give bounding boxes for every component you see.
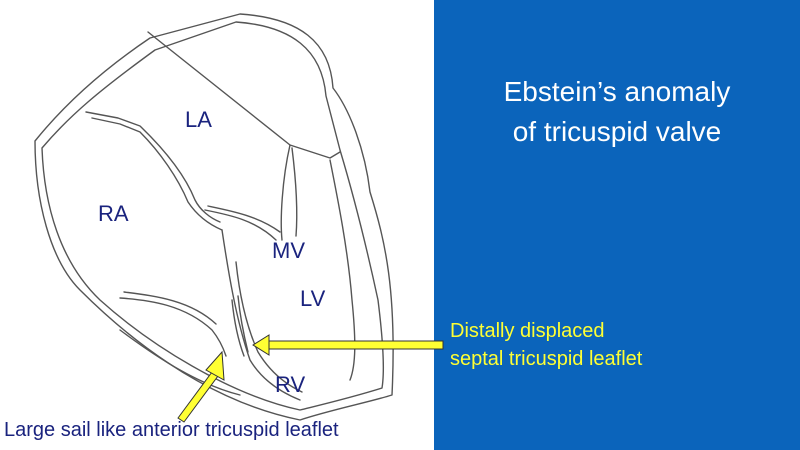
septal-caption-line-1: Distally displaced xyxy=(450,320,605,342)
mitral-leaflet-anterior-2 xyxy=(207,205,281,233)
ventricular-septum-1 xyxy=(221,229,301,401)
title-line-1: Ebstein’s anomaly xyxy=(503,76,731,107)
mitral-leaflet-anterior xyxy=(204,209,277,241)
label-rv: RV xyxy=(275,372,305,397)
septal-leaflet-arrow xyxy=(252,334,444,356)
lv-free-wall xyxy=(329,159,356,381)
label-lv: LV xyxy=(300,286,326,311)
septal-leaflet-caption: Distally displaced septal tricuspid leaf… xyxy=(450,317,642,373)
ventricular-septum-2 xyxy=(235,261,303,393)
slide-title: Ebstein’s anomaly of tricuspid valve xyxy=(434,72,800,152)
heart-outer-outline xyxy=(34,13,394,421)
la-roof xyxy=(147,31,341,159)
atrial-septum xyxy=(91,117,223,231)
label-ra: RA xyxy=(98,201,129,226)
septal-caption-line-2: septal tricuspid leaflet xyxy=(450,348,643,370)
title-panel xyxy=(434,0,800,450)
label-mv: MV xyxy=(272,238,305,263)
mitral-annulus xyxy=(280,144,291,241)
title-line-2: of tricuspid valve xyxy=(512,116,722,147)
label-la: LA xyxy=(185,107,212,132)
heart-inner-outline xyxy=(41,21,385,411)
atrial-septum-top xyxy=(85,111,221,223)
septal-tricuspid-leaflet-2 xyxy=(237,295,249,353)
septal-tricuspid-leaflet xyxy=(231,299,245,357)
anterior-tricuspid-leaflet-2 xyxy=(123,291,217,325)
anterior-tricuspid-leaflet xyxy=(119,297,227,357)
anterior-leaflet-caption: Large sail like anterior tricuspid leafl… xyxy=(4,419,339,441)
mitral-leaflet-posterior xyxy=(291,147,298,237)
rv-base xyxy=(119,329,241,396)
anterior-leaflet-arrow xyxy=(177,350,225,423)
